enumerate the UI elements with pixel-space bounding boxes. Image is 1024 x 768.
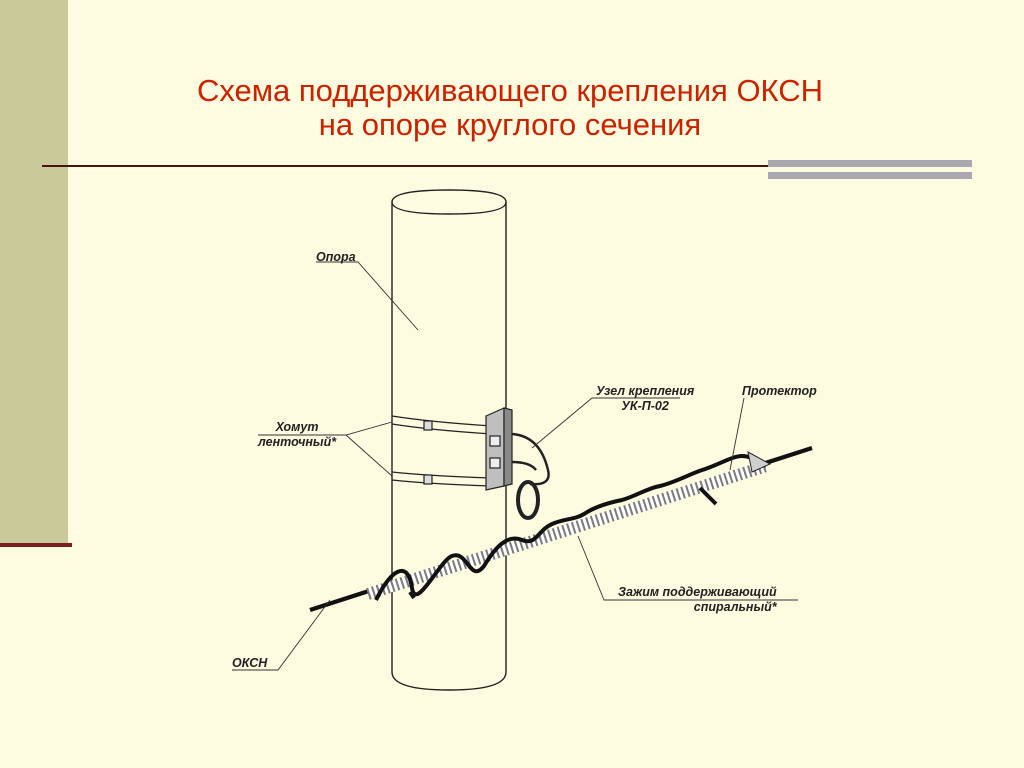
leader-zazhim: [577, 535, 798, 601]
label-oksn-text: ОКСН: [232, 656, 268, 670]
leader-uzel: [531, 397, 680, 449]
leader-lines: [232, 261, 798, 671]
leader-khomut-lower: [345, 434, 393, 477]
band-clamp: [391, 415, 493, 487]
mounting-bracket: [485, 407, 550, 520]
label-khomut: Хомут ленточный*: [258, 420, 336, 450]
label-protektor-text: Протектор: [742, 384, 817, 398]
label-oksn: ОКСН: [232, 656, 267, 671]
side-decoration-bar: [0, 0, 68, 545]
title-divider: [42, 165, 972, 167]
label-zazhim-line2: спиральный*: [693, 600, 777, 614]
label-khomut-line1: Хомут: [275, 420, 319, 434]
slide-title-line2: на опоре круглого сечения: [318, 107, 702, 142]
slide-title: Схема поддерживающего крепления ОКСН на …: [70, 74, 950, 142]
label-protektor: Протектор: [742, 384, 817, 399]
spiral-support-clamp: [366, 451, 772, 601]
label-uzel-line2: УК-П-02: [621, 399, 669, 413]
label-zazhim: Зажим поддерживающий спиральный*: [618, 585, 777, 615]
leader-protektor: [729, 397, 745, 471]
leader-oksn: [232, 599, 331, 671]
side-decoration-tick: [0, 543, 72, 547]
label-zazhim-line1: Зажим поддерживающий: [618, 585, 777, 599]
title-divider-accent-top: [768, 160, 972, 167]
pole: [391, 189, 507, 691]
label-opora: Опора: [316, 250, 356, 265]
title-divider-accent-bottom: [768, 172, 972, 179]
label-uzel-line1: Узел крепления: [596, 384, 695, 398]
leader-opora: [316, 261, 419, 331]
label-opora-text: Опора: [316, 250, 356, 264]
slide-title-line1: Схема поддерживающего крепления ОКСН: [196, 73, 824, 108]
label-uzel: Узел крепления УК-П-02: [596, 384, 694, 414]
label-khomut-line2: ленточный*: [258, 435, 337, 449]
